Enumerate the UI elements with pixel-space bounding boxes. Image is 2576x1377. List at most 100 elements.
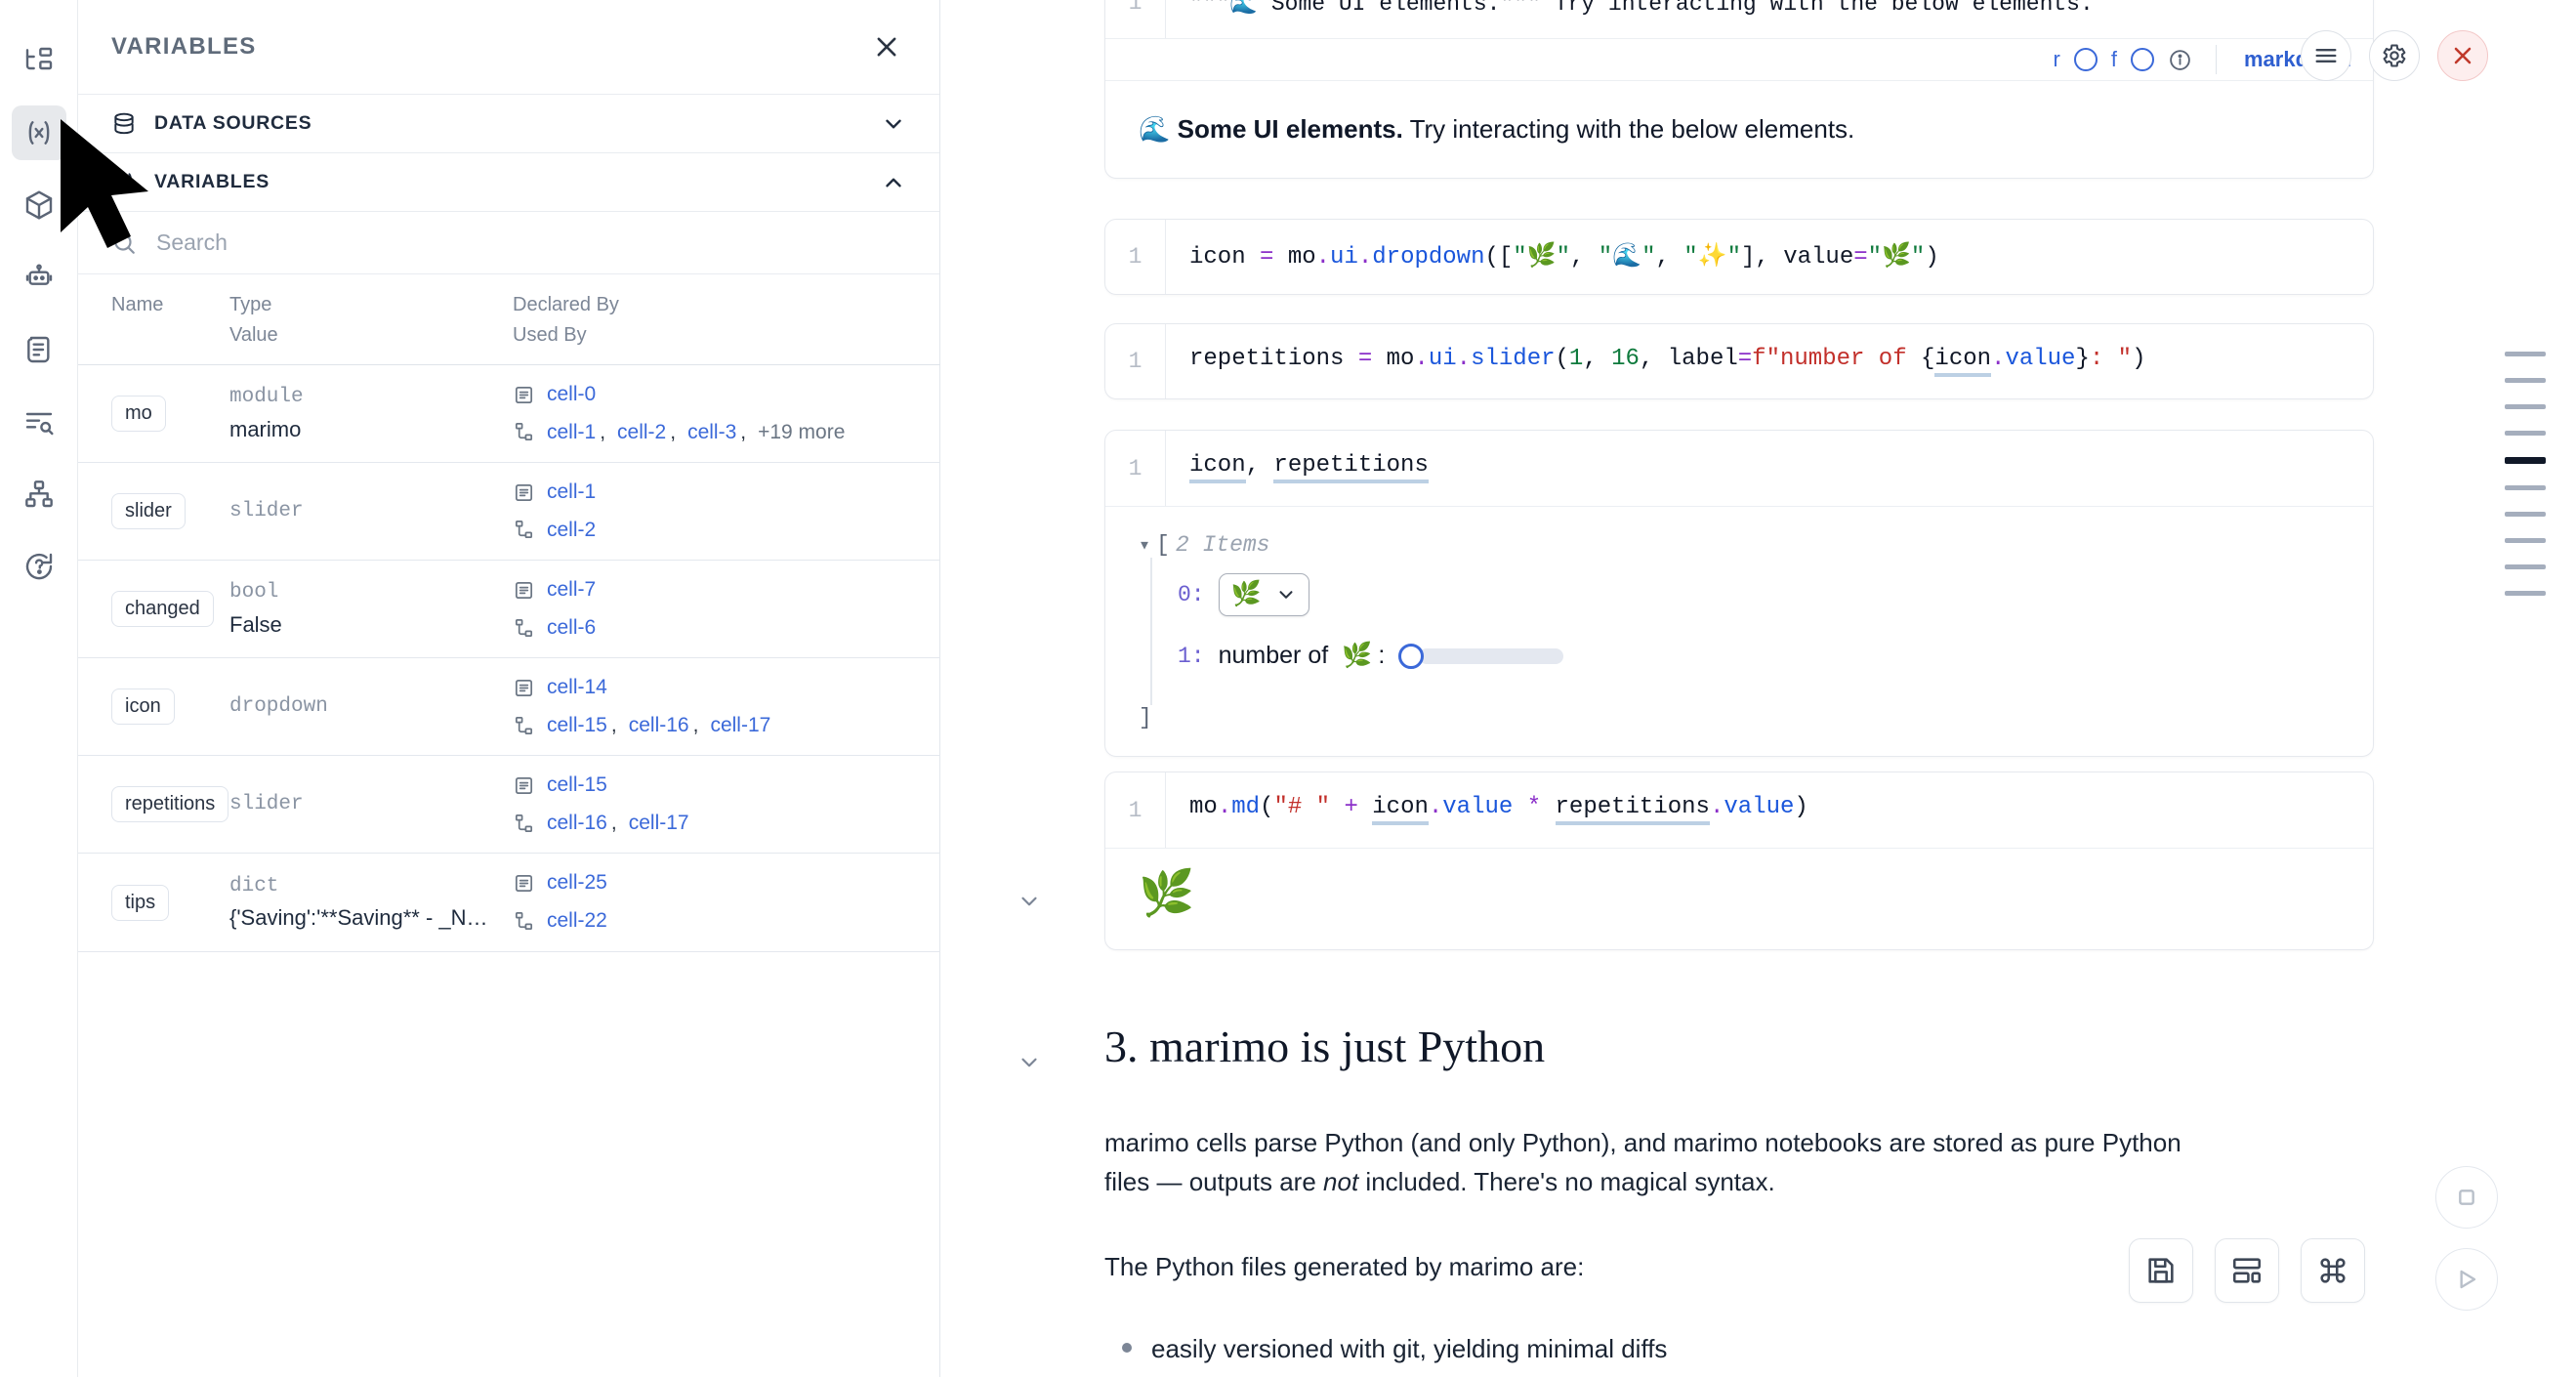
cell-link[interactable]: cell-15 [547,773,607,797]
code-text[interactable]: icon = mo.ui.dropdown(["🌿", "🌊", "✨"], v… [1166,220,1963,294]
search-input[interactable] [156,230,906,256]
markdown-source[interactable]: """🌊 Some UI elements.""" Try interactin… [1189,0,2094,17]
cell-link[interactable]: cell-7 [547,578,597,602]
code-text[interactable]: mo.md("# " + icon.value * repetitions.va… [1166,772,1832,848]
slider-label-suffix: : [1378,642,1386,669]
run-button[interactable] [2435,1248,2498,1311]
code-text[interactable]: repetitions = mo.ui.slider(1, 16, label=… [1166,324,2169,398]
minimap-scrollbar[interactable] [2496,352,2555,596]
markdown-rendered-line: 🌊 Some UI elements. Try interacting with… [1139,110,2340,148]
cell-link[interactable]: cell-0 [547,383,597,405]
outline-search-icon[interactable] [12,395,66,449]
code-text[interactable]: icon, repetitions [1166,431,1452,506]
hamburger-icon[interactable] [2301,30,2351,81]
cell-link[interactable]: cell-22 [547,909,607,933]
minimap-dash[interactable] [2505,404,2546,409]
layout-button[interactable] [2215,1238,2279,1303]
dependency-graph-icon[interactable] [12,467,66,522]
close-icon[interactable] [867,27,906,66]
variables-icon[interactable] [11,105,66,160]
variable-name-pill[interactable]: repetitions [111,786,229,823]
minimap-dash[interactable] [2505,538,2546,543]
file-tree-icon[interactable] [12,33,66,88]
variable-name-pill[interactable]: icon [111,688,175,726]
robot-icon[interactable] [12,250,66,305]
toolbar-divider [2215,45,2217,74]
variable-name-pill[interactable]: changed [111,591,214,628]
slider-track[interactable] [1419,647,1564,664]
cell-link[interactable]: cell-2 [617,420,667,443]
gear-icon[interactable] [2369,30,2420,81]
cell-link[interactable]: cell-25 [547,871,607,895]
minimap-dash[interactable] [2505,457,2546,464]
save-button[interactable] [2129,1238,2193,1303]
search-row[interactable] [78,212,939,274]
variable-name-pill[interactable]: tips [111,884,170,921]
chevron-up-icon[interactable] [881,170,906,195]
minimap-dash[interactable] [2505,431,2546,436]
cell-link[interactable]: cell-15 [547,713,607,736]
icon-dropdown[interactable]: 🌿 [1218,573,1309,616]
used-by-more[interactable]: +19 more [758,420,846,443]
toolbar-r-toggle[interactable] [2073,48,2098,71]
help-icon[interactable] [12,539,66,594]
table-header-row: Name Type Value Declared By Used By [78,274,940,365]
cell-link[interactable]: cell-17 [710,713,771,736]
toolbar-f-toggle[interactable] [2130,48,2154,71]
list-output-header[interactable]: ▾ [ 2 Items [1139,532,2340,558]
minimap-dash[interactable] [2505,485,2546,490]
cell-link[interactable]: cell-17 [628,811,689,834]
variable-name-pill[interactable]: slider [111,493,186,530]
section-variables[interactable]: VARIABLES [78,153,939,212]
close-icon[interactable] [2437,30,2488,81]
code-token: , [1569,244,1599,271]
chevron-down-icon[interactable] [881,111,906,137]
notebook-area: 1 """🌊 Some UI elements.""" Try interact… [940,0,2576,1377]
cell-link[interactable]: cell-16 [547,811,607,834]
repetitions-slider[interactable] [1398,643,1564,669]
minimap-dash[interactable] [2505,352,2546,356]
cell-link[interactable]: cell-1 [547,480,597,504]
code-token: ui [1330,244,1358,271]
code-token: icon [1189,244,1261,271]
collapse-md-output-chevron[interactable] [1017,889,1042,919]
minimap-dash[interactable] [2505,378,2546,383]
cell-link[interactable]: cell-6 [547,615,597,639]
list-open-bracket: [ [1156,532,1170,558]
info-icon[interactable] [2168,48,2192,72]
cell-declared-used: cell-25 cell-22 [513,867,940,937]
cell-link[interactable]: cell-2 [547,518,597,541]
variable-name-pill[interactable]: mo [111,396,166,433]
cell-link[interactable]: cell-3 [687,420,737,443]
code-token: dropdown [1372,244,1485,271]
code-token: mo [1372,346,1415,372]
minimap-dash[interactable] [2505,591,2546,596]
section-data-sources[interactable]: DATA SOURCES [78,95,939,153]
markdown-output: 🌊 Some UI elements. Try interacting with… [1105,81,2373,178]
command-palette-button[interactable] [2301,1238,2365,1303]
chevron-down-icon[interactable]: ▾ [1139,535,1151,558]
cell-link[interactable]: cell-14 [547,676,607,699]
cell-variable-name: icon [78,688,229,726]
code-token: repetitions [1273,452,1429,483]
stop-button[interactable] [2435,1166,2498,1229]
code-token: = [1737,346,1753,372]
package-icon[interactable] [12,178,66,232]
toolbar-f-label: f [2110,47,2117,71]
cell-link[interactable]: cell-16 [628,713,689,736]
slider-thumb[interactable] [1398,643,1425,669]
scroll-icon[interactable] [12,322,66,377]
minimap-dash[interactable] [2505,564,2546,569]
col-header-value: Value [229,324,278,346]
collapse-section-chevron[interactable] [1017,1050,1042,1080]
leaf-emoji: 🌿 [1342,642,1373,669]
cell-link[interactable]: cell-1 [547,420,597,443]
variable-type: dropdown [229,695,328,719]
minimap-dash[interactable] [2505,512,2546,517]
